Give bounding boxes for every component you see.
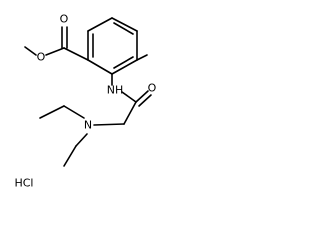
salt-label: HCl: [14, 177, 33, 190]
amide-nh-label: NH: [107, 84, 124, 97]
bond-ring-2-3: [87, 17, 113, 32]
carbonyl-oxygen-label: O: [60, 13, 69, 26]
structure-diagram: O O NH O N HCl: [14, 13, 156, 190]
amine-nitrogen-label: N: [84, 119, 92, 132]
bond-nh-amide-c: [121, 91, 137, 103]
bond-ring-5-6: [111, 59, 138, 75]
bond-ring-methyl: [136, 54, 148, 61]
ester-oxygen-label: O: [37, 51, 46, 64]
bond-ethyl2-ch3: [63, 145, 77, 167]
amide-oxygen-label: O: [148, 82, 157, 95]
bonds: [24, 17, 152, 167]
bond-ethyl1-ch3: [39, 105, 65, 119]
bond-ch2-n: [93, 123, 125, 126]
bond-ring-6-1: [87, 59, 113, 75]
bond-ring-inner-b: [113, 22, 134, 35]
bond-carbonyl-ring: [63, 47, 89, 61]
bond-ring-3-4: [111, 17, 138, 32]
bond-ring-inner-c: [113, 56, 134, 69]
atom-labels: O O NH O N HCl: [14, 13, 156, 190]
bond-methyl-ester-o: [24, 46, 37, 56]
bond-n-ethyl1-ch2: [63, 105, 85, 119]
bond-n-ethyl2-ch2: [75, 133, 88, 147]
bond-amide-double-2: [138, 94, 152, 107]
bond-amide-double-1: [135, 90, 149, 103]
bond-amide-ch2: [123, 101, 137, 125]
bond-ester-o-carbonyl-c: [45, 47, 65, 56]
